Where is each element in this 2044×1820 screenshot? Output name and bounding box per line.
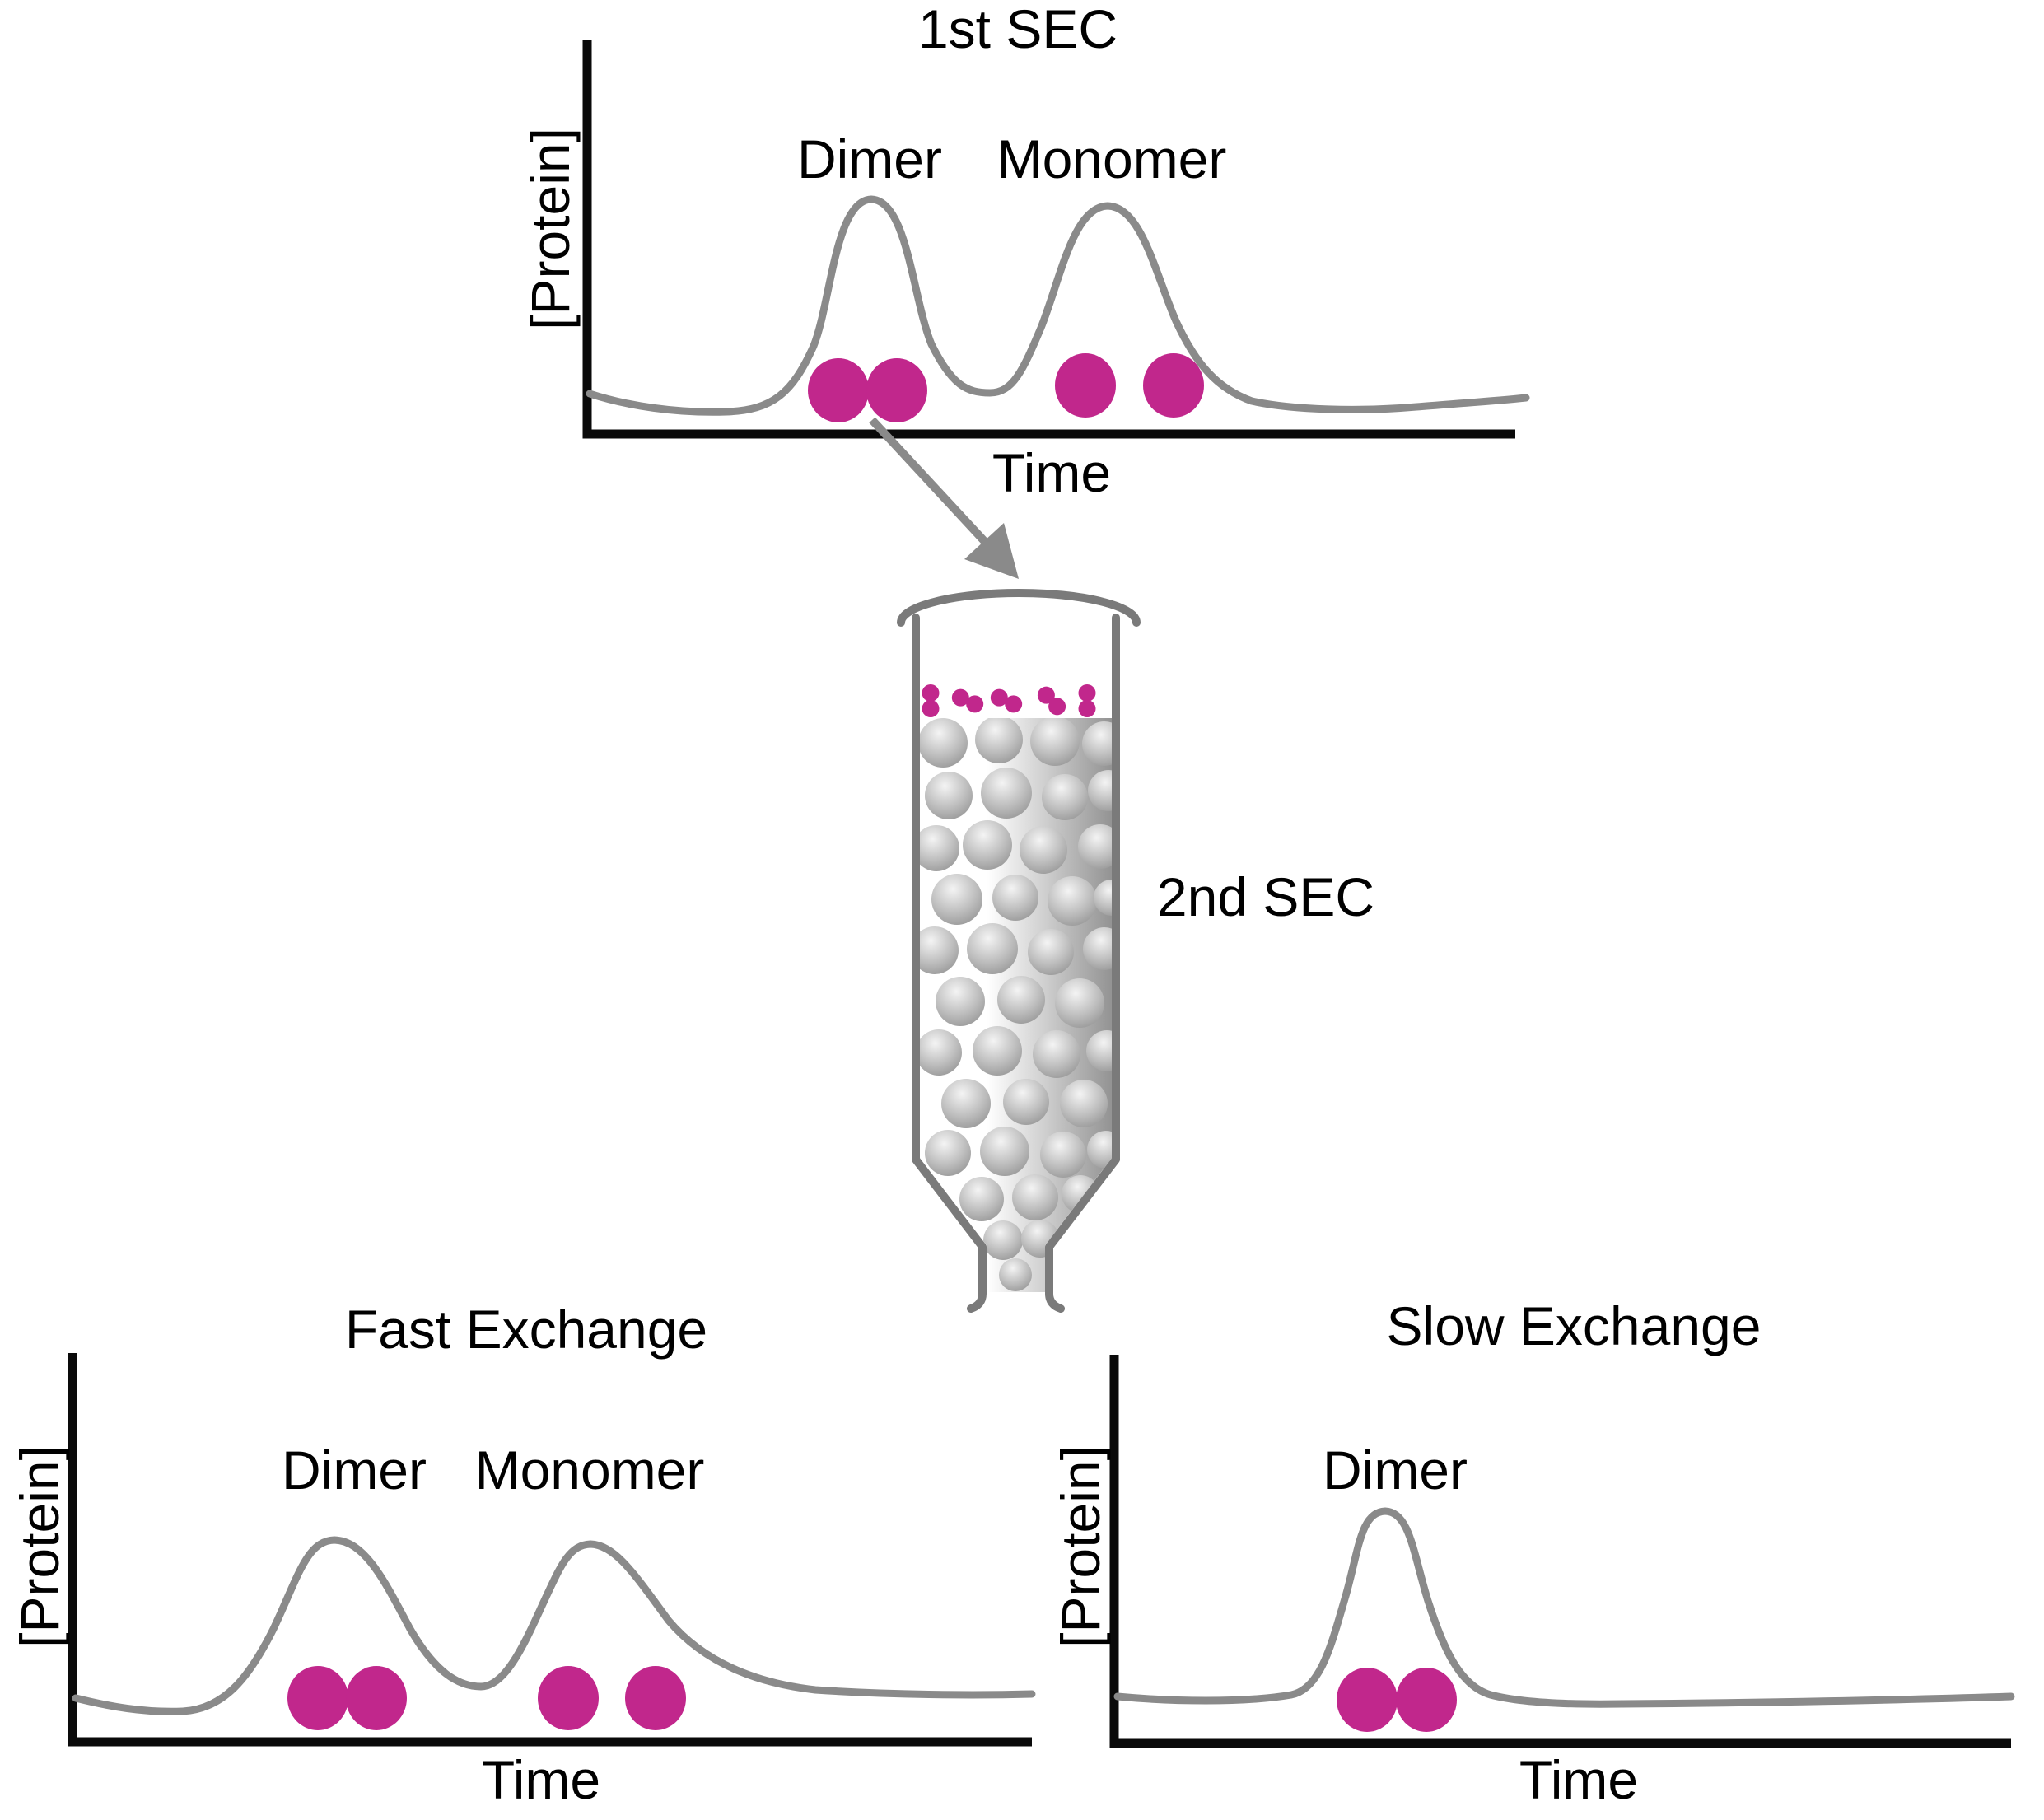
column-bead [1048, 876, 1097, 926]
column-bead [925, 772, 973, 819]
slow-xaxis-label: Time [1519, 1749, 1638, 1810]
column-bead [1003, 1079, 1049, 1125]
column-right-wall [1045, 614, 1120, 1313]
protein-circle [1337, 1668, 1398, 1732]
column-bead [1042, 774, 1088, 820]
column-bead [1030, 718, 1080, 766]
column-bead [992, 875, 1038, 921]
column-bead [1094, 880, 1112, 916]
column-bead [981, 768, 1032, 819]
column-rim [897, 589, 1141, 627]
protein-circle [1143, 353, 1204, 418]
column-bead [1088, 770, 1112, 811]
first-sec-dimer-marker [808, 358, 927, 422]
protein-circle [538, 1666, 599, 1730]
loaded-dimer-particle [990, 688, 1008, 707]
column-bead [973, 1026, 1022, 1076]
protein-circle [346, 1666, 407, 1730]
fast-monomer-marker [538, 1666, 686, 1730]
column-bead [1083, 927, 1112, 970]
column-bead [931, 874, 982, 925]
first-sec-curve [586, 195, 1530, 416]
fast-dimer-marker [287, 1666, 407, 1730]
fast-xaxis-label: Time [482, 1749, 600, 1810]
fast-dimer-label: Dimer [282, 1440, 427, 1500]
transfer-arrow-head-icon [964, 523, 1019, 579]
loaded-dimer-particle [1078, 684, 1096, 702]
transfer-arrow [869, 417, 1019, 579]
fast-exchange-curve [72, 1536, 1036, 1715]
column-bead [983, 1220, 1023, 1260]
slow-yaxis-label: [Protein] [1050, 1445, 1111, 1648]
slow-dimer-marker [1337, 1668, 1457, 1732]
protein-circle [808, 358, 869, 422]
column-bead [1087, 1131, 1112, 1169]
slow-exchange-curve [1113, 1507, 2015, 1708]
column-bead [925, 1130, 971, 1176]
protein-circle [1396, 1668, 1457, 1732]
column-left-wall [912, 614, 987, 1313]
protein-circle [1055, 353, 1116, 418]
column-bead [967, 923, 1018, 974]
loaded-dimer-particle [951, 688, 969, 707]
slow-exchange-chart: Slow Exchange Dimer Time [Protein] [1050, 1295, 2015, 1810]
transfer-arrow-line [869, 417, 990, 547]
column-bead [1060, 1080, 1108, 1127]
fast-monomer-label: Monomer [475, 1440, 705, 1500]
first-sec-xaxis-label: Time [992, 442, 1111, 503]
loaded-dimer-particle [922, 684, 940, 702]
loaded-dimer-particle [1005, 695, 1023, 713]
column-bead [999, 1258, 1032, 1291]
first-sec-axes [582, 40, 1515, 439]
column-label: 2nd SEC [1157, 866, 1374, 927]
column-bead [1082, 721, 1112, 766]
column-bead [1033, 1030, 1080, 1078]
protein-circle [866, 358, 927, 422]
loaded-dimer-particle [1078, 700, 1096, 717]
column-bead [975, 718, 1023, 763]
first-sec-dimer-label: Dimer [797, 128, 942, 189]
column-bead [920, 825, 959, 871]
column-bead [920, 1029, 962, 1076]
column-bead [941, 1079, 991, 1128]
column-bead [997, 976, 1045, 1024]
loaded-dimer-particle [1048, 698, 1066, 716]
column-bead [936, 977, 985, 1026]
protein-circle [625, 1666, 686, 1730]
first-sec-title: 1st SEC [918, 0, 1118, 59]
fast-exchange-axes [68, 1353, 1032, 1747]
first-sec-monomer-label: Monomer [997, 128, 1227, 189]
fast-exchange-chart: Fast Exchange Dimer Monomer Time [Protei… [9, 1299, 1036, 1810]
column-bead [1040, 1132, 1086, 1178]
column-bead [920, 718, 968, 768]
fast-exchange-title: Fast Exchange [345, 1299, 707, 1360]
column-bead [963, 820, 1012, 870]
slow-dimer-label: Dimer [1323, 1440, 1468, 1500]
column-surface-dimers [922, 684, 1096, 717]
column-bead [1020, 826, 1067, 874]
column-bead [920, 926, 959, 974]
column-bead [980, 1127, 1029, 1176]
column-bead [1028, 929, 1074, 975]
column-bead [1012, 1174, 1058, 1220]
column-bead [1055, 978, 1104, 1028]
first-sec-chart: 1st SEC Dimer Monomer Time [Protein] [520, 0, 1530, 503]
loaded-dimer-particle [966, 695, 984, 713]
column-beads [920, 718, 1112, 1291]
column-bead [1078, 824, 1112, 869]
sec-column: 2nd SEC [897, 589, 1374, 1313]
column-bead [1086, 1030, 1112, 1071]
column-bead [959, 1177, 1004, 1221]
slow-exchange-title: Slow Exchange [1387, 1295, 1762, 1356]
first-sec-monomer-marker [1055, 353, 1204, 418]
loaded-dimer-particle [922, 700, 940, 717]
loaded-dimer-particle [1037, 686, 1055, 704]
protein-circle [287, 1666, 348, 1730]
fast-yaxis-label: [Protein] [9, 1445, 70, 1648]
slow-exchange-axes [1109, 1355, 2011, 1748]
first-sec-yaxis-label: [Protein] [520, 128, 581, 330]
